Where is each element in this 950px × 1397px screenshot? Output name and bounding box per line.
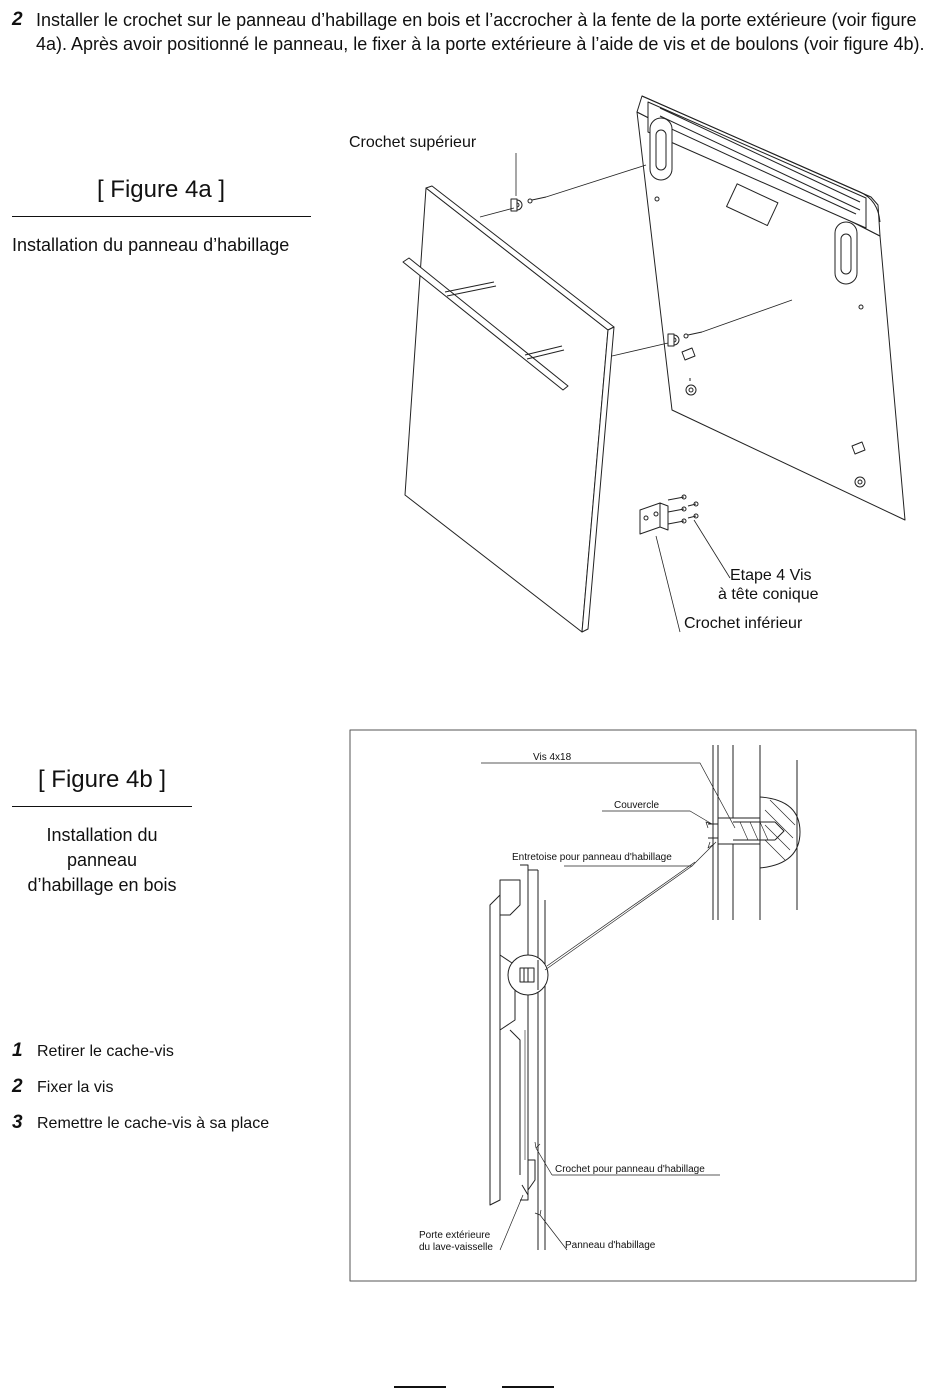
step-text: Fixer la vis xyxy=(37,1079,114,1096)
label-outer-door-line2: du lave-vaisselle xyxy=(419,1242,493,1253)
figure-4a-drawing xyxy=(402,95,906,633)
figure-4a-title: [ Figure 4a ] xyxy=(96,176,226,203)
label-hook: Crochet pour panneau d'habillage xyxy=(555,1164,705,1175)
label-outer-door-line1: Porte extérieure xyxy=(419,1230,491,1241)
bottom-hook-part xyxy=(639,494,699,535)
step-text: Retirer le cache-vis xyxy=(37,1043,174,1060)
figure-4b-drawing xyxy=(349,729,917,1282)
wood-panel xyxy=(404,187,609,633)
step-text: Remettre le cache-vis à sa place xyxy=(37,1115,270,1132)
figure-4a-rule xyxy=(12,216,311,217)
intro-paragraph: 2 Installer le crochet sur le panneau d’… xyxy=(12,8,937,56)
figure-4a-caption: Installation du panneau d’habillage xyxy=(12,235,290,255)
footer-mark-left xyxy=(394,1386,446,1388)
step-number: 3 xyxy=(12,1112,23,1133)
top-hook-part xyxy=(510,196,547,212)
intro-step-number: 2 xyxy=(12,9,23,30)
figure-4b-title: [ Figure 4b ] xyxy=(37,766,167,793)
figure-4b-rule xyxy=(12,806,192,807)
label-cover: Couvercle xyxy=(614,800,659,811)
footer-mark-right xyxy=(502,1386,554,1388)
figure-4b-caption: Installation du panneau d’habillage en b… xyxy=(12,823,192,898)
label-screw: Vis 4x18 xyxy=(533,752,572,763)
step-number: 2 xyxy=(12,1076,23,1097)
label-bottom-hook: Crochet inférieur xyxy=(684,615,803,632)
label-panel: Panneau d'habillage xyxy=(565,1240,656,1251)
figure-4b-caption-line1: Installation du panneau xyxy=(46,825,158,870)
figure-4b-caption-line2: d’habillage en bois xyxy=(27,875,177,895)
label-screws-line2: à tête conique xyxy=(718,586,819,603)
step-number: 1 xyxy=(12,1040,23,1061)
label-top-hook: Crochet supérieur xyxy=(349,134,477,151)
label-spacer: Entretoise pour panneau d'habillage xyxy=(512,852,672,863)
intro-text: Installer le crochet sur le panneau d’ha… xyxy=(36,10,925,54)
figure-4b-frame xyxy=(349,729,917,1282)
middle-hook-part xyxy=(667,331,703,347)
label-screws-line1: Etape 4 Vis xyxy=(730,567,812,584)
outer-door-profile xyxy=(499,879,521,916)
